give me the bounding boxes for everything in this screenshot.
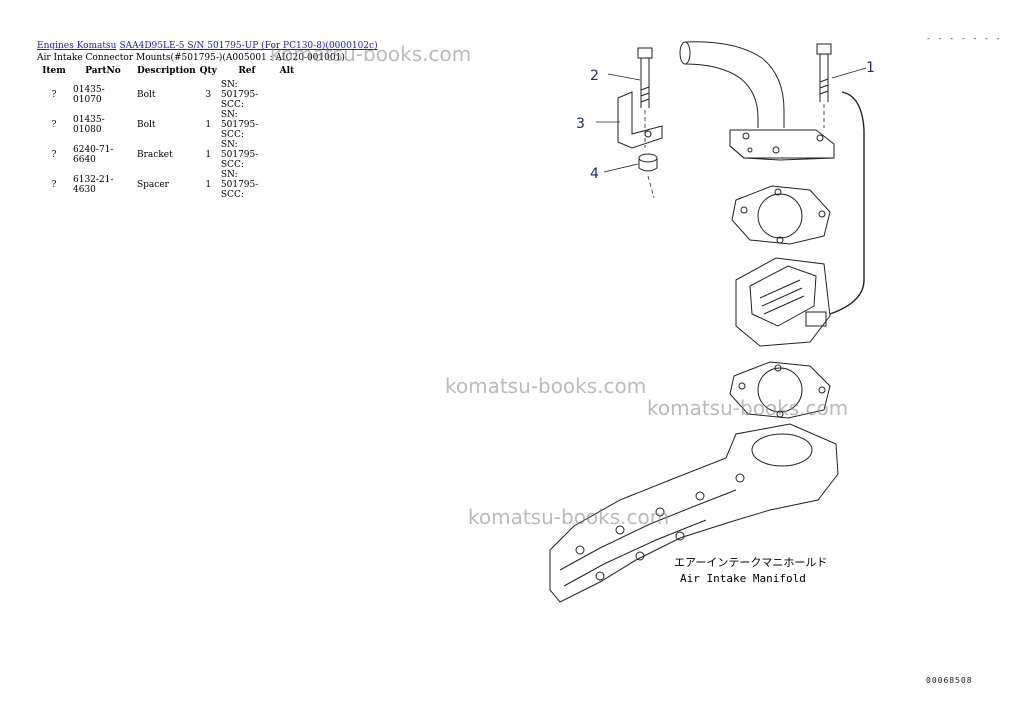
sensor-cable bbox=[829, 91, 865, 315]
cell-item: ? bbox=[51, 150, 57, 160]
corner-mark-top: - - - - - - - bbox=[926, 34, 1002, 43]
gasket-lower-drawing bbox=[729, 361, 831, 419]
cell-item: ? bbox=[51, 180, 57, 190]
cell-partno: 6240-71-6640 bbox=[73, 145, 114, 165]
drawing-number: 00068508 bbox=[926, 676, 973, 685]
cell-partno: 01435-01080 bbox=[73, 115, 105, 135]
callout-1: 1 bbox=[866, 60, 875, 76]
cell-description: Bracket bbox=[137, 150, 173, 160]
header-alt: Alt bbox=[279, 66, 295, 76]
cell-alt bbox=[275, 110, 299, 140]
elbow-pipe-drawing bbox=[679, 41, 835, 161]
cell-ref: SN: 501795-SCC: bbox=[219, 110, 275, 140]
ref-sn: SN: 501795- bbox=[220, 110, 259, 130]
cell-description: Bolt bbox=[137, 120, 156, 130]
ref-scc: SCC: bbox=[220, 100, 244, 110]
manifold-drawing bbox=[549, 423, 839, 603]
ref-scc: SCC: bbox=[220, 160, 244, 170]
cell-qty: 1 bbox=[205, 150, 212, 160]
cell-item: ? bbox=[51, 120, 57, 130]
parts-table: Item PartNo Description Qty Ref Alt ? 01… bbox=[37, 66, 299, 200]
cell-alt bbox=[275, 80, 299, 110]
cell-ref: SN: 501795-SCC: bbox=[219, 170, 275, 200]
page-title: Air Intake Connector Mounts(#501795-)(A0… bbox=[37, 53, 345, 63]
cell-description: Spacer bbox=[137, 180, 169, 190]
ref-sn: SN: 501795- bbox=[220, 80, 259, 100]
cell-item: ? bbox=[51, 90, 57, 100]
ref-scc: SCC: bbox=[220, 130, 244, 140]
table-row: ? 01435-01070 Bolt 3 SN: 501795-SCC: bbox=[37, 80, 299, 110]
intake-block-drawing bbox=[735, 257, 831, 347]
ref-sn: SN: 501795- bbox=[220, 170, 259, 190]
table-row: ? 01435-01080 Bolt 1 SN: 501795-SCC: bbox=[37, 110, 299, 140]
ref-sn: SN: 501795- bbox=[220, 140, 259, 160]
callout-3: 3 bbox=[576, 116, 585, 132]
cell-alt bbox=[275, 140, 299, 170]
header-ref: Ref bbox=[238, 66, 256, 76]
header-qty: Qty bbox=[199, 66, 217, 76]
cell-partno: 01435-01070 bbox=[73, 85, 105, 105]
bolt-2-drawing bbox=[637, 47, 653, 108]
cell-ref: SN: 501795-SCC: bbox=[219, 140, 275, 170]
cell-description: Bolt bbox=[137, 90, 156, 100]
callout-leaders bbox=[596, 67, 867, 173]
table-row: ? 6132-21-4630 Spacer 1 SN: 501795-SCC: bbox=[37, 170, 299, 200]
header-description: Description bbox=[137, 66, 196, 76]
callout-4: 4 bbox=[590, 166, 599, 182]
table-row: ? 6240-71-6640 Bracket 1 SN: 501795-SCC: bbox=[37, 140, 299, 170]
manifold-label-jp: エアーインテークマニホールド bbox=[674, 556, 827, 569]
cell-qty: 1 bbox=[205, 120, 212, 130]
ref-scc: SCC: bbox=[220, 190, 244, 200]
guide-lines bbox=[644, 104, 825, 199]
cell-alt bbox=[275, 170, 299, 200]
callout-2: 2 bbox=[590, 68, 599, 84]
gasket-upper-drawing bbox=[731, 185, 831, 245]
cell-ref: SN: 501795-SCC: bbox=[219, 80, 275, 110]
manifold-label-en: Air Intake Manifold bbox=[680, 572, 806, 585]
breadcrumb-link-engines[interactable]: Engines Komatsu bbox=[37, 41, 117, 51]
spacer-4-drawing bbox=[638, 153, 658, 172]
cell-partno: 6132-21-4630 bbox=[73, 175, 114, 195]
cell-qty: 3 bbox=[205, 90, 212, 100]
table-header-row: Item PartNo Description Qty Ref Alt bbox=[37, 66, 299, 80]
bracket-3-drawing bbox=[617, 91, 663, 149]
cell-qty: 1 bbox=[205, 180, 212, 190]
header-partno: PartNo bbox=[85, 66, 121, 76]
bolt-1-drawing bbox=[816, 43, 832, 102]
parts-diagram: 2 3 4 1 エアーインテークマニホールド Air Intake Manifo… bbox=[549, 41, 875, 603]
header-item: Item bbox=[42, 66, 66, 76]
breadcrumb-link-model[interactable]: SAA4D95LE-5 S/N 501795-UP (For PC130-8)(… bbox=[119, 41, 378, 51]
